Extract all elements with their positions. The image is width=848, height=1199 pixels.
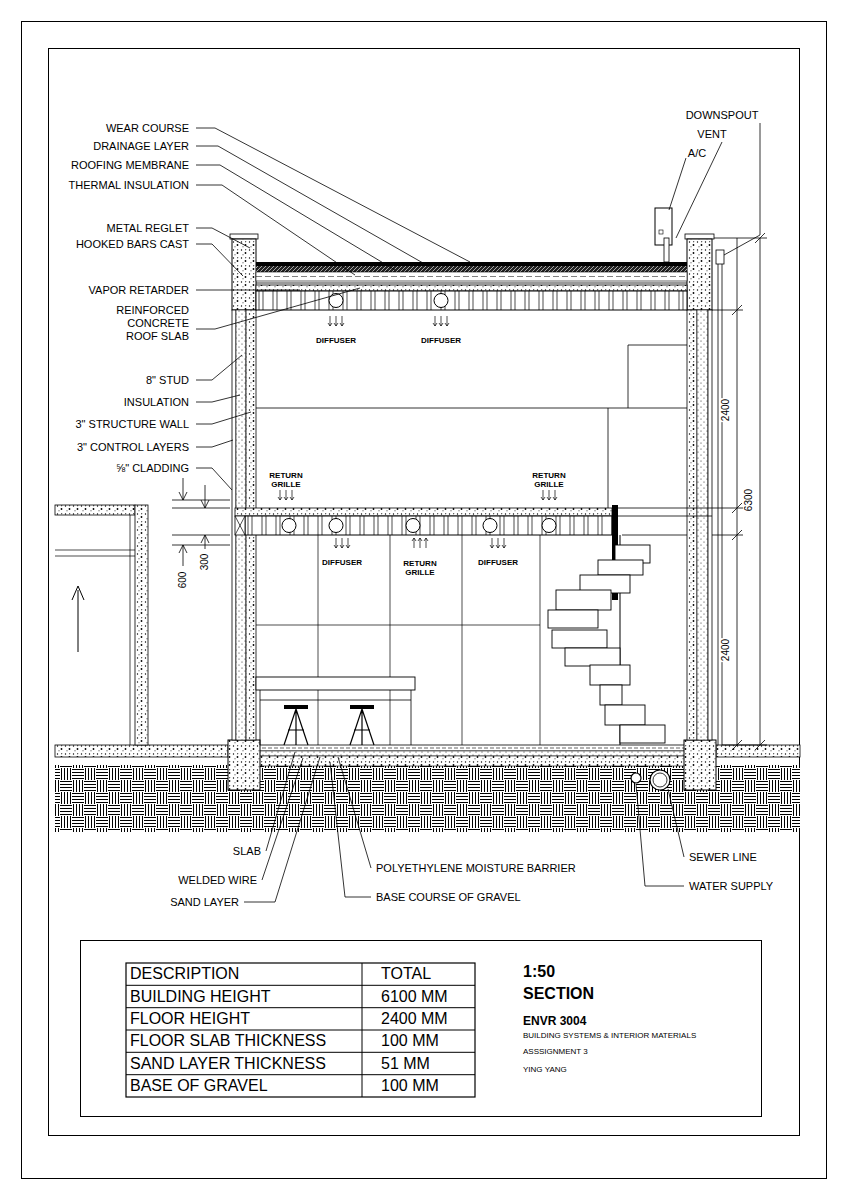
table-cell: 100 MM xyxy=(380,1077,440,1095)
table-cell: BASE OF GRAVEL xyxy=(129,1077,269,1095)
callout-label: 8" STUD xyxy=(145,374,190,387)
assignment-text: ASSSIGNMENT 3 xyxy=(523,1047,588,1056)
callout-label: METAL REGLET xyxy=(105,222,190,235)
table-cell: BUILDING HEIGHT xyxy=(129,987,271,1005)
callout-label: REINFORCED CONCRETE ROOF SLAB xyxy=(104,304,190,343)
airflow-label: DIFFUSER xyxy=(315,336,357,345)
table-cell: 51 MM xyxy=(380,1054,431,1072)
callout-label: BASE COURSE OF GRAVEL xyxy=(375,891,522,904)
table-cell: SAND LAYER THICKNESS xyxy=(129,1054,327,1072)
table-cell: 100 MM xyxy=(380,1032,440,1050)
dimension-text: 300 xyxy=(199,553,211,572)
airflow-label: DIFFUSER xyxy=(321,558,363,567)
callout-label: POLYETHYLENE MOISTURE BARRIER xyxy=(375,862,577,875)
table-cell: TOTAL xyxy=(380,965,432,983)
callout-label: SLAB xyxy=(232,845,262,858)
airflow-label: DIFFUSER xyxy=(420,336,462,345)
dimension-text: 600 xyxy=(177,571,189,590)
airflow-label: RETURN GRILLE xyxy=(266,471,306,489)
callout-label: VENT xyxy=(696,128,727,141)
airflow-label: RETURN GRILLE xyxy=(529,471,569,489)
table-cell: 6100 MM xyxy=(380,987,449,1005)
callout-label: WELDED WIRE xyxy=(177,874,258,887)
dimension-text: 2400 xyxy=(720,638,732,662)
callout-label: SAND LAYER xyxy=(169,896,240,909)
table-cell: FLOOR SLAB THICKNESS xyxy=(129,1032,327,1050)
callout-label: HOOKED BARS CAST xyxy=(75,238,190,251)
table-cell: 2400 MM xyxy=(380,1010,449,1028)
table-cell: DESCRIPTION xyxy=(129,965,240,983)
callout-label: VAPOR RETARDER xyxy=(88,284,190,297)
callout-label: 3" STRUCTURE WALL xyxy=(74,418,190,431)
callout-label: DRAINAGE LAYER xyxy=(92,140,190,153)
callout-label: DOWNSPOUT xyxy=(685,109,760,122)
callout-label: ROOFING MEMBRANE xyxy=(70,159,190,172)
airflow-label: DIFFUSER xyxy=(477,558,519,567)
callout-label: ⅝" CLADDING xyxy=(115,462,190,475)
sheet-title: 1:50 SECTION xyxy=(523,961,613,1005)
callout-label: 3" CONTROL LAYERS xyxy=(76,441,190,454)
title-block: 1:50 SECTION ENVR 3004BUILDING SYSTEMS & … xyxy=(80,940,762,1117)
dimension-text: 2400 xyxy=(720,398,732,422)
callout-label: THERMAL INSULATION xyxy=(68,179,190,192)
callout-label: WATER SUPPLY xyxy=(688,880,774,893)
airflow-label: RETURN GRILLE xyxy=(400,559,440,577)
callout-label: WEAR COURSE xyxy=(105,122,190,135)
course-name: BUILDING SYSTEMS & INTERIOR MATERIALS xyxy=(523,1031,696,1040)
callout-label: SEWER LINE xyxy=(688,851,758,864)
callout-label: INSULATION xyxy=(123,396,190,409)
table-cell: FLOOR HEIGHT xyxy=(129,1010,251,1028)
author-name: YING YANG xyxy=(523,1065,567,1074)
course-code: ENVR 3004 xyxy=(523,1014,586,1028)
dimension-text: 6300 xyxy=(743,488,755,512)
callout-label: A/C xyxy=(687,147,707,160)
